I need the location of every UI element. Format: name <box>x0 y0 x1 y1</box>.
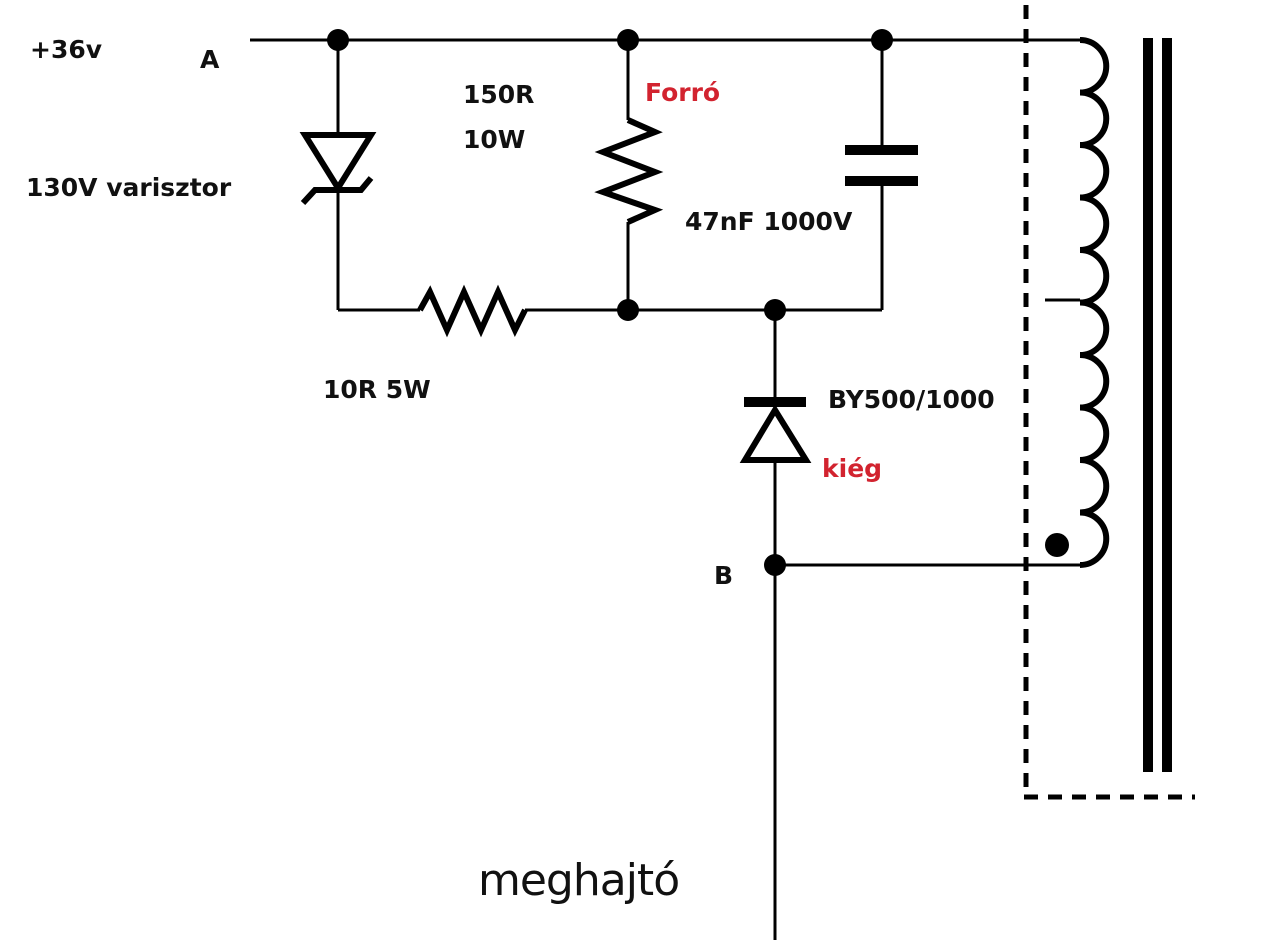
driver-label: meghajtó <box>478 855 679 906</box>
junction-dot-b <box>764 554 786 576</box>
node-b-label: B <box>714 561 733 590</box>
varistor <box>299 40 377 310</box>
varistor-label: 130V varisztor <box>26 173 232 202</box>
junction-dot <box>764 299 786 321</box>
resistor-150r-power-label: 10W <box>463 125 525 154</box>
transformer-polarity-dot <box>1045 533 1069 557</box>
resistor-10r <box>417 284 528 338</box>
resistor-150r-zigzag <box>594 117 664 225</box>
diode-triangle <box>739 404 812 463</box>
junction-dot <box>617 29 639 51</box>
resistor-150r <box>594 40 664 310</box>
diode-note: kiég <box>822 454 882 483</box>
resistor-150r-note: Forró <box>645 78 720 107</box>
transformer-coil <box>1079 37 1110 568</box>
resistor-10r-label: 10R 5W <box>323 375 431 404</box>
capacitor-label: 47nF 1000V <box>685 207 853 236</box>
capacitor-47nf <box>845 40 918 310</box>
node-a-label: A <box>200 45 220 74</box>
resistor-150r-value-label: 150R <box>463 80 534 109</box>
resistor-10r-zigzag <box>417 284 528 338</box>
diode-label: BY500/1000 <box>828 385 995 414</box>
transformer <box>1023 5 1195 800</box>
varistor-triangle <box>299 132 377 194</box>
junction-dot <box>617 299 639 321</box>
junction-dot <box>871 29 893 51</box>
junction-dot <box>327 29 349 51</box>
supply-label: +36v <box>30 35 102 64</box>
diode-by500 <box>739 310 812 940</box>
